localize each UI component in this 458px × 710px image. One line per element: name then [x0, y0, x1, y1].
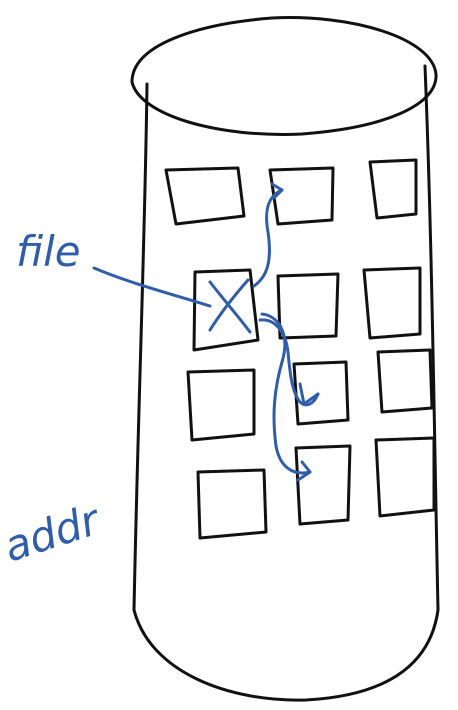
block-x-mark-a — [208, 280, 252, 334]
block-r1-c1 — [164, 166, 246, 226]
block-r3-c2 — [292, 360, 350, 426]
arrow-to-lower-block — [260, 312, 312, 475]
block-r2-c1 — [192, 268, 260, 352]
arrow-to-top-block — [252, 188, 284, 288]
arrow-to-middle-head — [298, 382, 320, 406]
block-r3-c1 — [186, 368, 256, 442]
file-pointer-line — [92, 266, 212, 308]
block-r1-c2 — [268, 166, 335, 226]
disk-cylinder — [130, 16, 440, 702]
block-r3-c3 — [376, 348, 434, 414]
cylinder-top-ellipse — [130, 16, 438, 136]
arrow-to-middle-block — [258, 318, 320, 407]
cylinder-bottom-arc — [132, 608, 440, 702]
annotations: file addr — [0, 182, 320, 572]
block-r2-c3 — [362, 266, 422, 340]
block-r4-c2 — [294, 444, 352, 526]
block-r1-c3 — [368, 158, 418, 220]
cylinder-right-side — [423, 64, 440, 612]
block-grid — [164, 158, 436, 540]
cylinder-left-side — [132, 82, 149, 612]
arrow-to-lower-head — [296, 460, 312, 482]
block-r2-c2 — [276, 272, 340, 340]
addr-label: addr — [0, 494, 107, 571]
file-label: file — [16, 227, 81, 276]
block-r4-c1 — [196, 468, 268, 540]
arrow-to-top-head — [270, 182, 284, 200]
block-x-mark-b — [208, 278, 250, 332]
block-r4-c3 — [374, 436, 436, 518]
